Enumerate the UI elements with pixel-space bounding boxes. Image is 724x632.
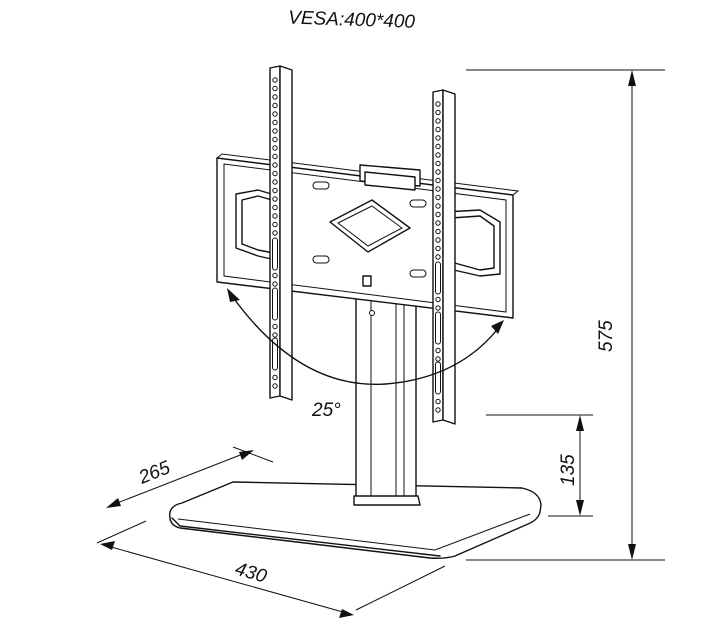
vesa-title: VESA:400*400 (288, 7, 416, 32)
rail-hole (435, 135, 441, 141)
rail-hole (272, 230, 278, 236)
rail-slot (272, 337, 278, 371)
rail-hole (272, 323, 278, 330)
rail-hole (435, 169, 441, 175)
rail-hole (272, 187, 278, 194)
rail-hole (435, 109, 441, 116)
rail-slot (435, 361, 441, 395)
height-label: 575 (596, 320, 617, 352)
rail-hole (272, 111, 278, 117)
rail-hole (435, 228, 441, 235)
tilt-angle-label: 25° (311, 400, 341, 421)
rail-hole (435, 143, 441, 150)
rail-hole (435, 296, 441, 303)
rail-slot (272, 287, 278, 321)
rail-hole (435, 118, 441, 124)
rail-hole (272, 281, 278, 287)
rail-hole (435, 347, 441, 354)
rail-hole (272, 128, 278, 134)
arrow-left-icon (100, 541, 115, 550)
rail-hole (272, 145, 278, 151)
rail-hole (435, 194, 441, 201)
rail-hole (272, 221, 278, 228)
rail-hole (435, 305, 441, 311)
rail-hole (435, 186, 441, 192)
width-dimension (100, 541, 446, 618)
rail-hole (435, 237, 441, 243)
clearance-dimension (486, 414, 593, 517)
arrow-up-icon (576, 415, 584, 431)
arrow-up-icon (628, 70, 636, 86)
right-mount-rail (432, 89, 456, 425)
rail-hole (435, 203, 441, 209)
rail-hole (272, 94, 278, 100)
rail-hole (272, 204, 278, 211)
rail-hole (435, 220, 441, 226)
rail-hole (435, 254, 441, 260)
rail-hole (272, 272, 278, 279)
support-column (353, 277, 421, 506)
rail-slot (435, 311, 441, 345)
rail-hole (435, 211, 441, 218)
rail-hole (435, 160, 441, 167)
arrow-left-icon (106, 498, 121, 508)
rail-hole (435, 152, 441, 158)
rail-hole (435, 245, 441, 252)
rail-hole (272, 196, 278, 202)
rail-hole (435, 398, 441, 405)
height-dimension (466, 69, 665, 561)
rail-slot (272, 237, 278, 271)
rail-hole (272, 119, 278, 126)
depth-label: 265 (135, 457, 174, 489)
rail-hole (272, 102, 278, 109)
rail-hole (272, 85, 278, 92)
clearance-label: 135 (558, 454, 579, 486)
rail-hole (272, 332, 278, 338)
arrow-down-icon (576, 500, 584, 516)
mount-bracket-frame (216, 153, 520, 319)
rail-hole (272, 136, 278, 143)
arrow-right-icon (239, 450, 254, 460)
base-plate (169, 481, 542, 559)
rail-hole (272, 374, 278, 381)
rail-hole (272, 77, 278, 83)
rail-hole (272, 153, 278, 160)
rail-hole (272, 383, 278, 389)
rail-hole (435, 407, 441, 413)
rail-hole (435, 177, 441, 184)
tilt-arrow-right-icon (491, 320, 504, 334)
rail-hole (272, 213, 278, 219)
rail-hole (272, 170, 278, 177)
width-label: 430 (233, 559, 270, 588)
left-mount-rail (269, 65, 293, 401)
tilt-arrow-left-icon (227, 288, 240, 302)
arrow-down-icon (628, 544, 636, 560)
rail-hole (272, 179, 278, 185)
rail-hole (272, 162, 278, 168)
depth-dimension (96, 446, 274, 544)
rail-slot (435, 261, 441, 295)
rail-hole (435, 126, 441, 133)
arrow-right-icon (339, 609, 354, 618)
rail-hole (435, 356, 441, 362)
tilt-arc (227, 288, 504, 386)
rail-hole (435, 101, 441, 107)
